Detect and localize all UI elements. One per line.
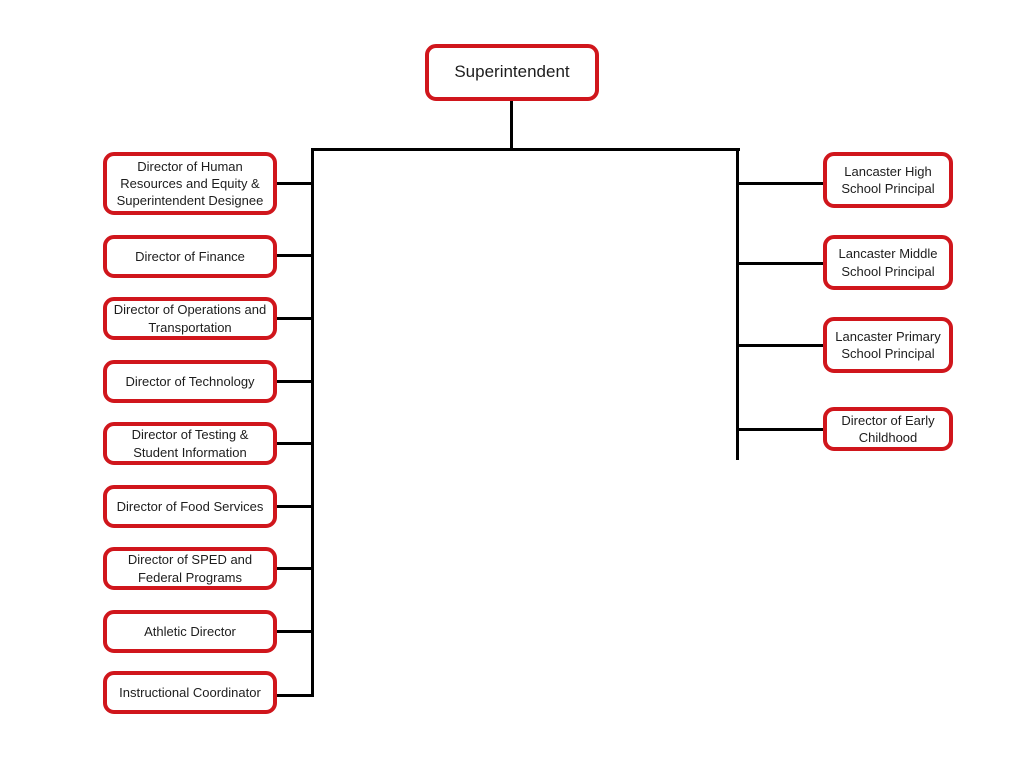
- connector-stub-left-6: [277, 505, 314, 508]
- org-node-label: Director of Testing & Student Informatio…: [131, 427, 249, 460]
- connector-right-rail: [736, 148, 739, 460]
- org-node-label: Lancaster Middle School Principal: [838, 246, 938, 279]
- org-node-label: Athletic Director: [144, 623, 236, 639]
- org-node-hr-director: Director of Human Resources and Equity &…: [103, 152, 277, 215]
- org-node-operations-director: Director of Operations and Transportatio…: [103, 297, 277, 340]
- org-node-finance-director: Director of Finance: [103, 235, 277, 278]
- org-node-label: Director of Finance: [135, 248, 245, 264]
- org-node-high-school-principal: Lancaster High School Principal: [823, 152, 953, 208]
- connector-stub-right-2: [739, 262, 823, 265]
- org-node-food-services-director: Director of Food Services: [103, 485, 277, 528]
- connector-stub-left-4: [277, 380, 314, 383]
- org-node-middle-school-principal: Lancaster Middle School Principal: [823, 235, 953, 290]
- org-node-instructional-coordinator: Instructional Coordinator: [103, 671, 277, 714]
- org-node-label: Lancaster High School Principal: [841, 163, 935, 196]
- org-node-athletic-director: Athletic Director: [103, 610, 277, 653]
- connector-stub-left-3: [277, 317, 314, 320]
- org-node-label: Lancaster Primary School Principal: [835, 328, 941, 361]
- org-node-label: Director of Human Resources and Equity &…: [116, 158, 264, 209]
- org-node-superintendent: Superintendent: [425, 44, 599, 101]
- connector-stub-right-3: [739, 344, 823, 347]
- connector-stub-left-2: [277, 254, 314, 257]
- org-node-sped-director: Director of SPED and Federal Programs: [103, 547, 277, 590]
- org-node-technology-director: Director of Technology: [103, 360, 277, 403]
- org-node-primary-school-principal: Lancaster Primary School Principal: [823, 317, 953, 373]
- connector-stub-left-7: [277, 567, 314, 570]
- connector-stub-left-8: [277, 630, 314, 633]
- org-node-label: Director of Early Childhood: [841, 412, 935, 445]
- org-node-label: Instructional Coordinator: [119, 684, 261, 700]
- org-node-label: Director of Technology: [125, 373, 255, 389]
- org-node-label: Director of Food Services: [116, 498, 264, 514]
- connector-root-stem: [510, 101, 513, 149]
- connector-stub-left-1: [277, 182, 314, 185]
- org-node-testing-director: Director of Testing & Student Informatio…: [103, 422, 277, 465]
- connector-stub-right-1: [739, 182, 823, 185]
- connector-left-rail: [311, 148, 314, 697]
- org-node-label: Director of Operations and Transportatio…: [113, 302, 267, 335]
- connector-top-rail: [311, 148, 740, 151]
- connector-stub-left-9: [277, 694, 314, 697]
- org-node-early-childhood-director: Director of Early Childhood: [823, 407, 953, 451]
- connector-stub-right-4: [739, 428, 823, 431]
- org-node-label: Superintendent: [454, 62, 570, 82]
- org-node-label: Director of SPED and Federal Programs: [127, 552, 253, 585]
- connector-stub-left-5: [277, 442, 314, 445]
